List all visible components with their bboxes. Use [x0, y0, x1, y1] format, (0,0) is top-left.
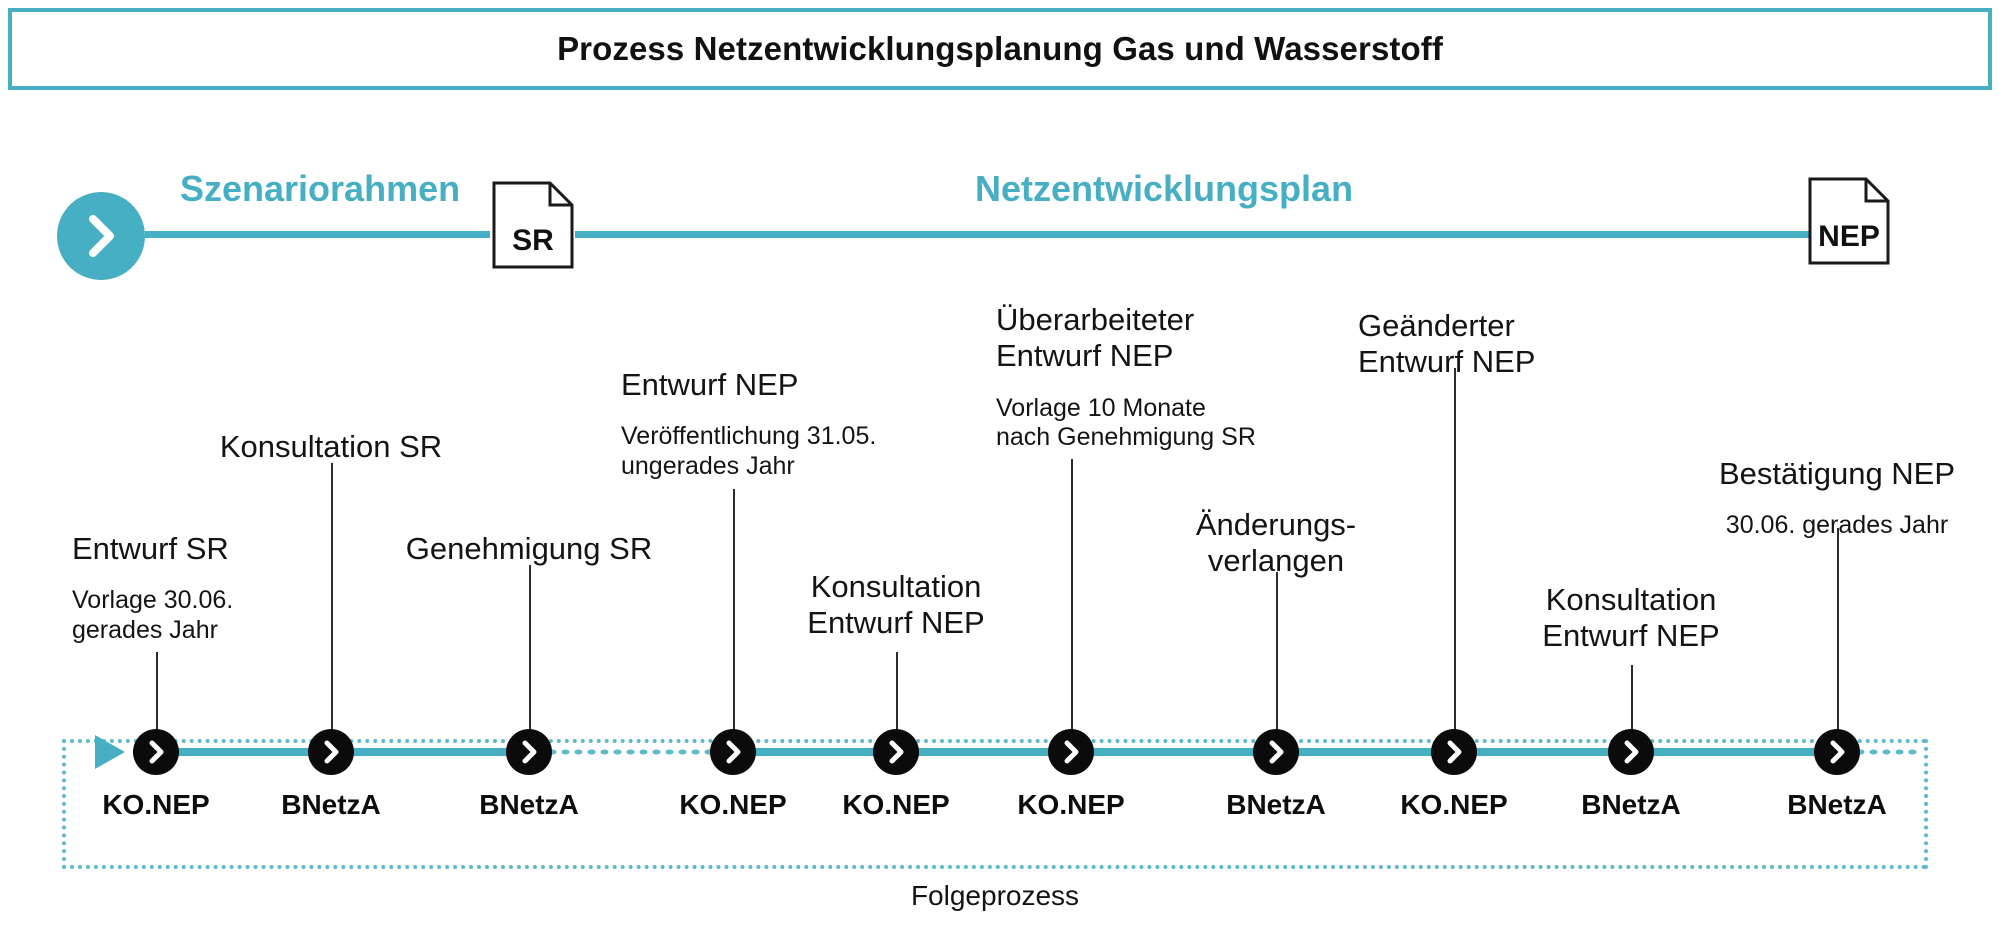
process-node-7[interactable]	[1431, 729, 1477, 775]
document-icon-sr-label: SR	[512, 224, 554, 257]
milestone-title-0: Entwurf SR	[72, 530, 229, 566]
process-node-label-8: BNetzA	[1581, 789, 1681, 820]
milestone-stem-4	[896, 652, 898, 748]
document-icon-sr: SR	[492, 181, 574, 269]
process-node-2[interactable]	[506, 729, 552, 775]
document-icon-nep: NEP	[1808, 177, 1890, 265]
process-node-label-1: BNetzA	[281, 789, 381, 820]
title-bar: Prozess Netzentwicklungsplanung Gas und …	[8, 8, 1992, 90]
process-node-label-0: KO.NEP	[102, 789, 210, 820]
milestone-stem-5	[1071, 459, 1073, 748]
top-timeline-segment-2	[575, 231, 1815, 238]
milestone-stem-8	[1631, 665, 1633, 748]
milestone-title-3: Entwurf NEP	[621, 366, 799, 402]
process-node-3[interactable]	[710, 729, 756, 775]
milestone-title-8: Konsultation Entwurf NEP	[1542, 581, 1720, 654]
milestone-stem-6	[1276, 572, 1278, 748]
milestone-label-7: Geänderter Entwurf NEP	[1358, 289, 1535, 419]
milestone-label-3: Entwurf NEP Veröffentlichung 31.05. unge…	[621, 348, 876, 500]
bottom-timeline-gap-dots	[533, 748, 729, 756]
process-flow-arrow-icon	[95, 735, 125, 769]
top-timeline-segment-1	[145, 231, 490, 238]
milestone-label-2: Genehmigung SR	[379, 512, 679, 605]
phase-label-netzentwicklungsplan: Netzentwicklungsplan	[975, 168, 1354, 209]
process-node-4[interactable]	[873, 729, 919, 775]
milestone-label-4: Konsultation Entwurf NEP	[746, 550, 1046, 680]
phase-label-szenariorahmen: Szenariorahmen	[180, 168, 461, 209]
process-node-9[interactable]	[1814, 729, 1860, 775]
milestone-title-9: Bestätigung NEP	[1718, 455, 1956, 491]
milestone-stem-1	[331, 463, 333, 748]
milestone-title-7: Geänderter Entwurf NEP	[1358, 307, 1536, 380]
milestone-label-1: Konsultation SR	[181, 410, 481, 503]
milestone-label-0: Entwurf SR Vorlage 30.06. gerades Jahr	[72, 512, 233, 664]
milestone-stem-7	[1454, 368, 1456, 748]
milestone-subtitle-9: 30.06. gerades Jahr	[1725, 511, 1949, 540]
milestone-subtitle-0: Vorlage 30.06. gerades Jahr	[72, 586, 234, 644]
milestone-subtitle-3: Veröffentlichung 31.05. ungerades Jahr	[621, 422, 877, 480]
process-node-6[interactable]	[1253, 729, 1299, 775]
process-node-label-5: KO.NEP	[1017, 789, 1125, 820]
milestone-title-5: Überarbeiteter Entwurf NEP	[996, 301, 1195, 374]
process-node-label-7: KO.NEP	[1400, 789, 1508, 820]
milestone-subtitle-5: Vorlage 10 Monate nach Genehmigung SR	[996, 393, 1256, 452]
milestone-stem-3	[733, 489, 735, 748]
process-start-icon	[57, 192, 145, 280]
process-node-0[interactable]	[133, 729, 179, 775]
process-node-label-4: KO.NEP	[842, 789, 950, 820]
milestone-title-4: Konsultation Entwurf NEP	[807, 568, 985, 641]
process-node-label-9: BNetzA	[1787, 789, 1887, 820]
milestone-title-1: Konsultation SR	[219, 428, 443, 464]
process-node-1[interactable]	[308, 729, 354, 775]
process-node-label-6: BNetzA	[1226, 789, 1326, 820]
milestone-label-9: Bestätigung NEP 30.06. gerades Jahr	[1687, 437, 1987, 560]
folgeprozess-boundary	[62, 739, 1928, 869]
milestone-label-5: Überarbeiteter Entwurf NEP Vorlage 10 Mo…	[996, 283, 1256, 472]
process-node-5[interactable]	[1048, 729, 1094, 775]
milestone-stem-2	[529, 565, 531, 748]
milestone-stem-0	[156, 652, 158, 748]
milestone-title-6: Änderungs- verlangen	[1195, 506, 1357, 579]
process-node-label-2: BNetzA	[479, 789, 579, 820]
folgeprozess-label: Folgeprozess	[910, 880, 1080, 911]
bottom-timeline-tail-dots	[1841, 748, 1921, 756]
page-title: Prozess Netzentwicklungsplanung Gas und …	[557, 30, 1443, 67]
process-node-label-3: KO.NEP	[679, 789, 787, 820]
process-node-8[interactable]	[1608, 729, 1654, 775]
milestone-label-8: Konsultation Entwurf NEP	[1481, 563, 1781, 693]
milestone-stem-9	[1837, 528, 1839, 748]
document-icon-nep-label: NEP	[1818, 220, 1880, 253]
milestone-title-2: Genehmigung SR	[405, 530, 653, 566]
